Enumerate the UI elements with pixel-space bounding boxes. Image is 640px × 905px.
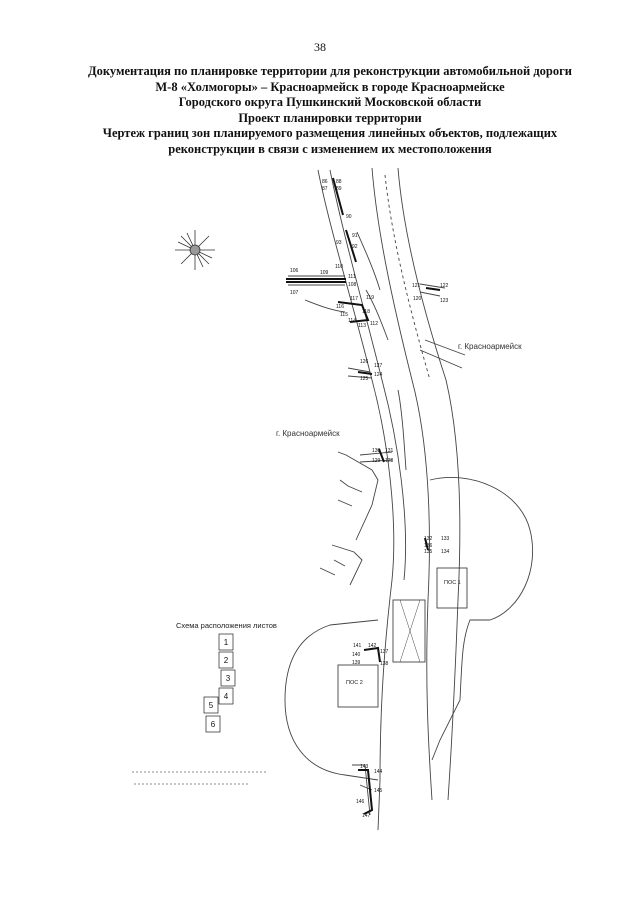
point-label: 92 bbox=[352, 244, 358, 250]
point-label: 123 bbox=[440, 298, 449, 304]
point-label: 145 bbox=[374, 788, 383, 794]
title-line-2: М-8 «Холмогоры» – Красноармейск в городе… bbox=[155, 79, 505, 94]
town-label: г. Красноармейск bbox=[458, 342, 522, 351]
point-label: 117 bbox=[350, 296, 358, 302]
point-label: 119 bbox=[366, 295, 374, 301]
point-label: 88 bbox=[336, 179, 342, 185]
point-label: 127 bbox=[374, 363, 383, 369]
point-label: 143 bbox=[360, 764, 369, 770]
point-label: 122 bbox=[440, 283, 449, 289]
point-label: 89 bbox=[336, 186, 342, 192]
point-label: 142 bbox=[368, 643, 377, 649]
point-label: 140 bbox=[352, 652, 361, 658]
sheet-number: 1 bbox=[224, 638, 229, 647]
title-line-6: реконструкции в связи с изменением их ме… bbox=[168, 141, 492, 156]
sheet-number: 2 bbox=[224, 656, 229, 665]
point-label: 107 bbox=[290, 290, 299, 296]
point-label: 138 bbox=[380, 661, 389, 667]
title-line-3: Городского округа Пушкинский Московской … bbox=[178, 95, 482, 109]
road-edge-right bbox=[397, 167, 461, 801]
point-label: 124 bbox=[374, 372, 383, 378]
point-label: 130 bbox=[372, 448, 381, 454]
point-label: 139 bbox=[352, 660, 361, 666]
point-label: 141 bbox=[353, 643, 362, 649]
sheet-number: 5 bbox=[209, 701, 214, 710]
pos-2-zone bbox=[284, 619, 379, 781]
sheet-number: 3 bbox=[226, 674, 231, 683]
side-street-126 bbox=[347, 367, 373, 379]
point-label: 120 bbox=[413, 296, 422, 302]
point-label: 90 bbox=[346, 214, 352, 220]
point-label: 146 bbox=[356, 799, 365, 805]
document-title: Документация по планировке территории дл… bbox=[40, 64, 620, 157]
title-line-4: Проект планировки территории bbox=[238, 110, 422, 125]
point-label: 114 bbox=[348, 318, 356, 324]
point-label: 144 bbox=[374, 769, 383, 775]
point-label: 135 bbox=[424, 549, 433, 555]
point-label: 126 bbox=[360, 359, 369, 365]
scheme-title: Схема расположения листов bbox=[176, 621, 277, 630]
point-label: 109 bbox=[320, 270, 329, 276]
point-label: 137 bbox=[380, 649, 389, 655]
point-label: 91 bbox=[352, 233, 358, 239]
point-label: 128 bbox=[385, 458, 394, 464]
service-road-left bbox=[317, 169, 395, 831]
sheet-layout-scheme: Схема расположения листов 1 2 3 4 5 6 bbox=[176, 621, 277, 733]
point-label: 108 bbox=[348, 282, 357, 288]
point-label: 87 bbox=[322, 186, 328, 192]
point-label: 116 bbox=[336, 304, 344, 310]
compass-rose-icon bbox=[175, 230, 215, 270]
point-label: 134 bbox=[441, 549, 450, 555]
point-label: 115 bbox=[340, 312, 348, 318]
pos-2-label: ПОС 2 bbox=[346, 680, 363, 686]
point-label: 121 bbox=[412, 283, 421, 289]
pos-1-label: ПОС 1 bbox=[444, 580, 461, 586]
scan-artifacts bbox=[132, 771, 268, 785]
point-label: 133 bbox=[441, 536, 450, 542]
point-label: 113 bbox=[358, 323, 366, 329]
pos-1-zone bbox=[429, 477, 534, 761]
point-label: 125 bbox=[360, 376, 369, 382]
point-label: 86 bbox=[322, 179, 328, 185]
sheet-number: 6 bbox=[211, 720, 216, 729]
point-label: 118 bbox=[362, 309, 370, 315]
road-edge-left bbox=[371, 167, 433, 801]
point-label: 93 bbox=[336, 240, 342, 246]
point-label: 136 bbox=[424, 543, 433, 549]
town-label: г. Красноармейск bbox=[276, 429, 340, 438]
point-label: 129 bbox=[372, 458, 381, 464]
point-label: 110 bbox=[335, 264, 343, 270]
sheet-number: 4 bbox=[224, 692, 229, 701]
title-line-5: Чертеж границ зон планируемого размещени… bbox=[102, 126, 558, 140]
side-street-108 bbox=[288, 275, 345, 286]
point-label: 132 bbox=[424, 536, 433, 542]
point-label: 111 bbox=[348, 274, 356, 280]
point-label: 112 bbox=[370, 321, 378, 327]
point-label: 147 bbox=[362, 813, 371, 819]
pos-1-box bbox=[436, 567, 468, 609]
title-line-1: Документация по планировке территории дл… bbox=[87, 64, 573, 78]
point-label: 131 bbox=[385, 448, 394, 454]
point-label: 106 bbox=[290, 268, 299, 274]
pos-2-box bbox=[337, 664, 379, 708]
page-number: 38 bbox=[314, 40, 326, 54]
